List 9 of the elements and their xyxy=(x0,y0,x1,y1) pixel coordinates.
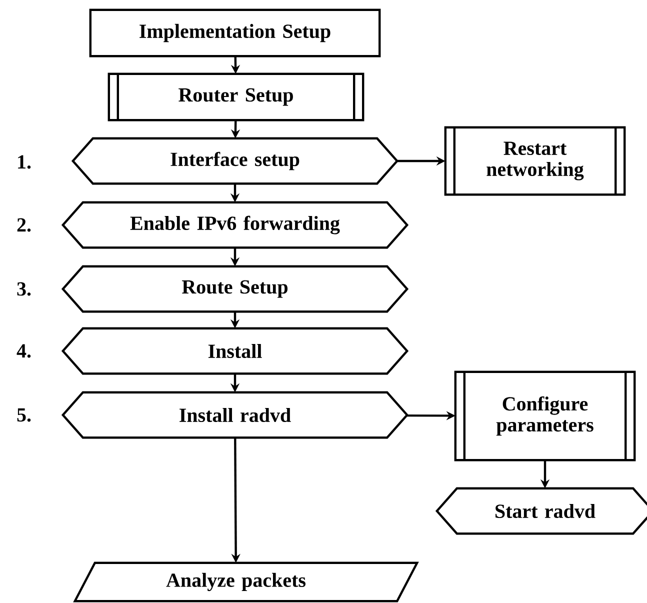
predefined-process-box: Restart networking xyxy=(444,126,626,196)
process-box: Implementation Setup xyxy=(89,8,381,58)
step-number: 4. xyxy=(16,344,31,358)
step-number: 1. xyxy=(18,155,31,169)
predefined-process-box: Configure parameters xyxy=(454,370,636,462)
predefined-process-box: Router Setup xyxy=(108,72,364,122)
step-number: 2. xyxy=(17,218,31,232)
step-number: 5. xyxy=(17,408,31,422)
step-number: 3. xyxy=(17,282,31,296)
